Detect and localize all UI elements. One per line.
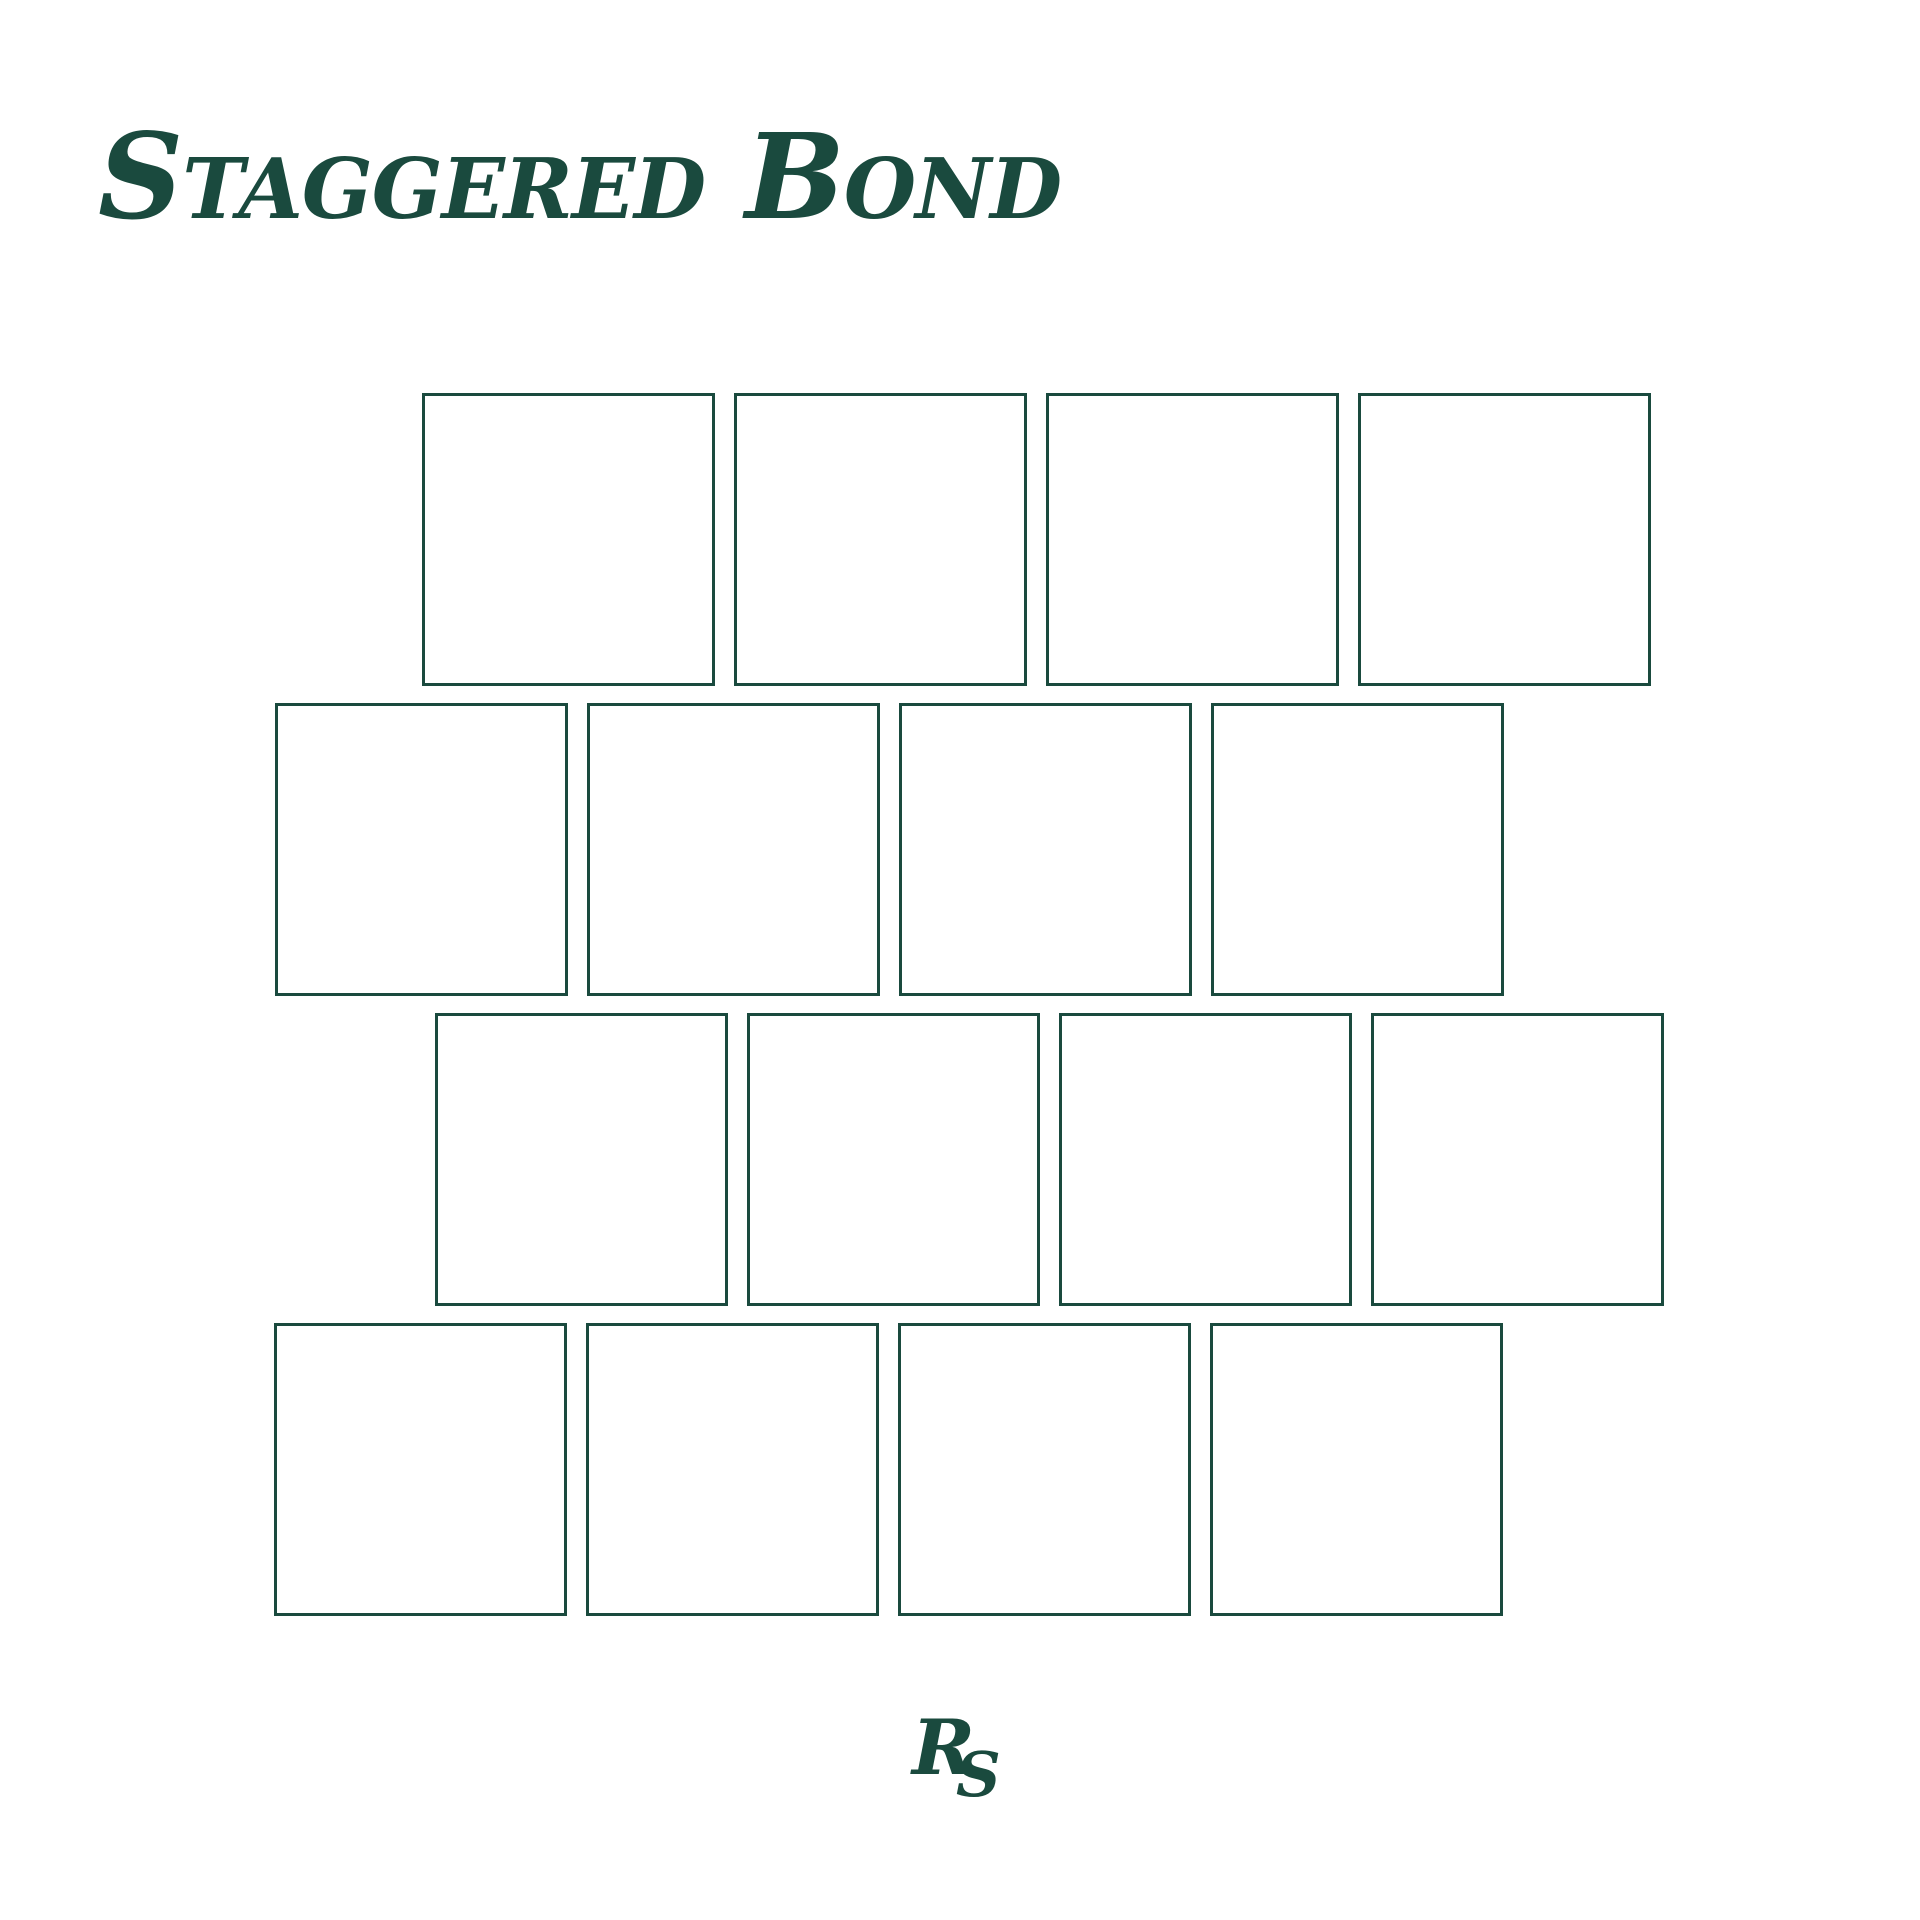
tile-r3-c3 bbox=[1059, 1013, 1352, 1306]
tile-r4-c2 bbox=[586, 1323, 879, 1616]
tile-r4-c3 bbox=[898, 1323, 1191, 1616]
tile-r2-c1 bbox=[275, 703, 568, 996]
page-title: Staggered Bond bbox=[98, 107, 1062, 246]
tile-r2-c2 bbox=[587, 703, 880, 996]
tile-r1-c2 bbox=[734, 393, 1027, 686]
tile-r3-c1 bbox=[435, 1013, 728, 1306]
tile-r2-c3 bbox=[899, 703, 1192, 996]
tile-r1-c1 bbox=[422, 393, 715, 686]
tile-r4-c1 bbox=[274, 1323, 567, 1616]
logo-letter-s: S bbox=[956, 1738, 1001, 1811]
tile-r1-c4 bbox=[1358, 393, 1651, 686]
tile-r1-c3 bbox=[1046, 393, 1339, 686]
tile-r4-c4 bbox=[1210, 1323, 1503, 1616]
tile-r2-c4 bbox=[1211, 703, 1504, 996]
tile-r3-c2 bbox=[747, 1013, 1040, 1306]
logo-letter-r: R bbox=[912, 1703, 976, 1792]
tile-r3-c4 bbox=[1371, 1013, 1664, 1306]
rs-logo: R S bbox=[912, 1710, 1032, 1820]
